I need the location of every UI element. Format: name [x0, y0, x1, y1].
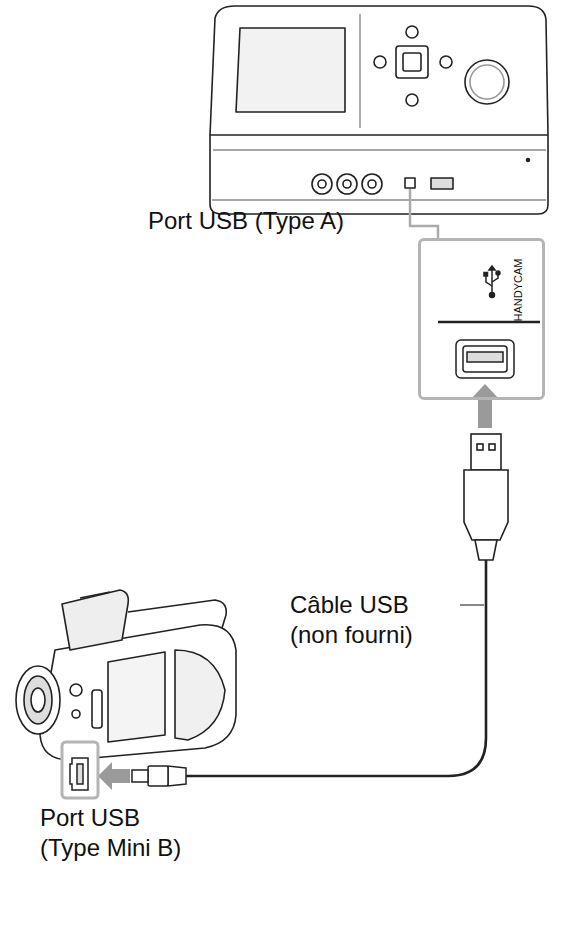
insert-arrow	[470, 384, 500, 428]
leader-line	[460, 604, 484, 605]
usb-slot	[431, 178, 453, 189]
usb-symbol	[484, 266, 500, 298]
zoom-box	[62, 742, 98, 798]
port-marking: HANDYCAM	[512, 259, 524, 322]
callout-label: Port USB (Type Mini B)	[40, 803, 195, 863]
camcorder	[16, 590, 236, 760]
callout-label: Câble USB (non fourni)	[290, 590, 430, 650]
screen	[236, 28, 345, 112]
callout-label: Port USB (Type A)	[148, 206, 344, 236]
insert-arrow	[98, 762, 130, 790]
device-body	[210, 6, 548, 214]
zoom-box: HANDYCAM	[418, 238, 545, 400]
mini-port	[405, 178, 415, 188]
mini-b-plug	[132, 766, 186, 786]
leader-line	[410, 189, 438, 240]
mini-b-port	[70, 758, 88, 790]
usb-a-socket	[456, 340, 514, 378]
usb-a-plug	[464, 434, 508, 560]
